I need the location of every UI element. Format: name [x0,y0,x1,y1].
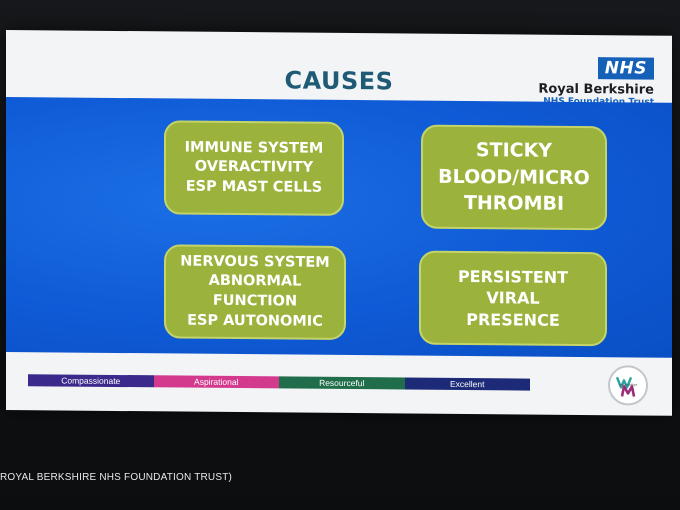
cause-line: BLOOD/MICRO [438,165,590,189]
cause-line: IMMUNE SYSTEM [184,139,324,157]
causes-panel: IMMUNE SYSTEM OVERACTIVITY ESP MAST CELL… [6,97,672,358]
cause-line: NERVOUS SYSTEM [180,253,330,271]
cause-line: ABNORMAL [208,273,302,291]
trust-values-bar: Compassionate Aspirational Resourceful E… [28,374,530,391]
cause-line: ESP AUTONOMIC [187,312,323,330]
cause-line: THROMBI [463,192,565,216]
cause-line: STICKY [475,139,553,162]
cause-nervous-system: NERVOUS SYSTEM ABNORMAL FUNCTION ESP AUT… [164,244,346,340]
cause-line: ESP MAST CELLS [185,178,323,196]
we-matter-logo-icon: we matter [608,365,648,406]
cause-line: OVERACTIVITY [194,158,314,176]
value-resourceful: Resourceful [279,376,405,390]
cause-sticky-blood: STICKY BLOOD/MICRO THROMBI [421,124,607,231]
cause-immune-system: IMMUNE SYSTEM OVERACTIVITY ESP MAST CELL… [164,120,344,216]
presentation-slide: CAUSES NHS Royal Berkshire NHS Foundatio… [6,30,672,416]
organisation-name: Royal Berkshire [538,81,654,98]
cause-line: FUNCTION [212,292,298,310]
footer-caption: ROYAL BERKSHIRE NHS FOUNDATION TRUST) [0,472,233,483]
cause-line: PRESENCE [466,309,560,330]
cause-persistent-viral: PERSISTENT VIRAL PRESENCE [419,250,607,347]
nhs-mark: NHS [597,57,654,80]
value-compassionate: Compassionate [28,374,154,388]
value-excellent: Excellent [404,377,530,391]
value-aspirational: Aspirational [153,375,279,389]
svg-text:we matter: we matter [619,383,638,387]
cause-line: PERSISTENT VIRAL [457,266,569,308]
